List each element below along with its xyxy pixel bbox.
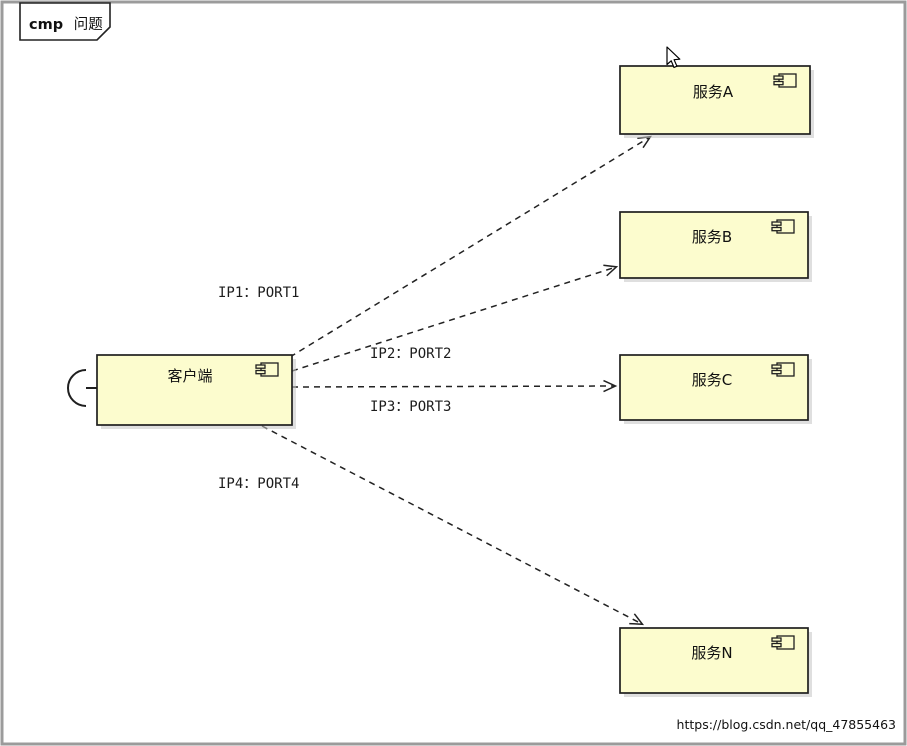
required-interface-socket-icon: [67, 369, 97, 407]
connector-label-4: IP4：PORT4: [218, 476, 299, 492]
frame-tab: [19, 2, 111, 41]
node-label: 客户端: [167, 367, 212, 385]
node-rect: [619, 211, 809, 279]
component-icon: [771, 219, 795, 234]
component-icon: [771, 362, 795, 377]
component-icon: [773, 73, 797, 88]
connector-client-to-service-c: [291, 379, 618, 393]
node-service-n: 服务N: [619, 627, 812, 697]
watermark-text: https://blog.csdn.net/qq_47855463: [677, 717, 896, 732]
connector-client-to-service-b: [291, 264, 619, 372]
connector-label-1: IP1：PORT1: [218, 285, 299, 301]
frame-keyword: cmp: [29, 17, 63, 33]
node-label: 服务C: [692, 371, 732, 389]
node-client: 客户端: [96, 354, 296, 429]
connector-client-to-service-n: [261, 425, 645, 626]
connector-label-2: IP2：PORT2: [370, 346, 451, 362]
node-label: 服务B: [692, 228, 732, 246]
component-icon: [255, 362, 279, 377]
node-service-b: 服务B: [619, 211, 812, 282]
component-icon: [771, 635, 795, 650]
frame-title: 问题: [74, 16, 103, 33]
node-service-a: 服务A: [619, 65, 814, 138]
connector-label-3: IP3：PORT3: [370, 399, 451, 415]
node-label: 服务N: [691, 644, 732, 662]
node-service-c: 服务C: [619, 354, 812, 424]
mouse-cursor-icon: [666, 46, 681, 69]
frame-label: cmp 问题: [29, 16, 103, 33]
connector-client-to-service-a: [289, 135, 652, 358]
node-label: 服务A: [693, 83, 734, 101]
